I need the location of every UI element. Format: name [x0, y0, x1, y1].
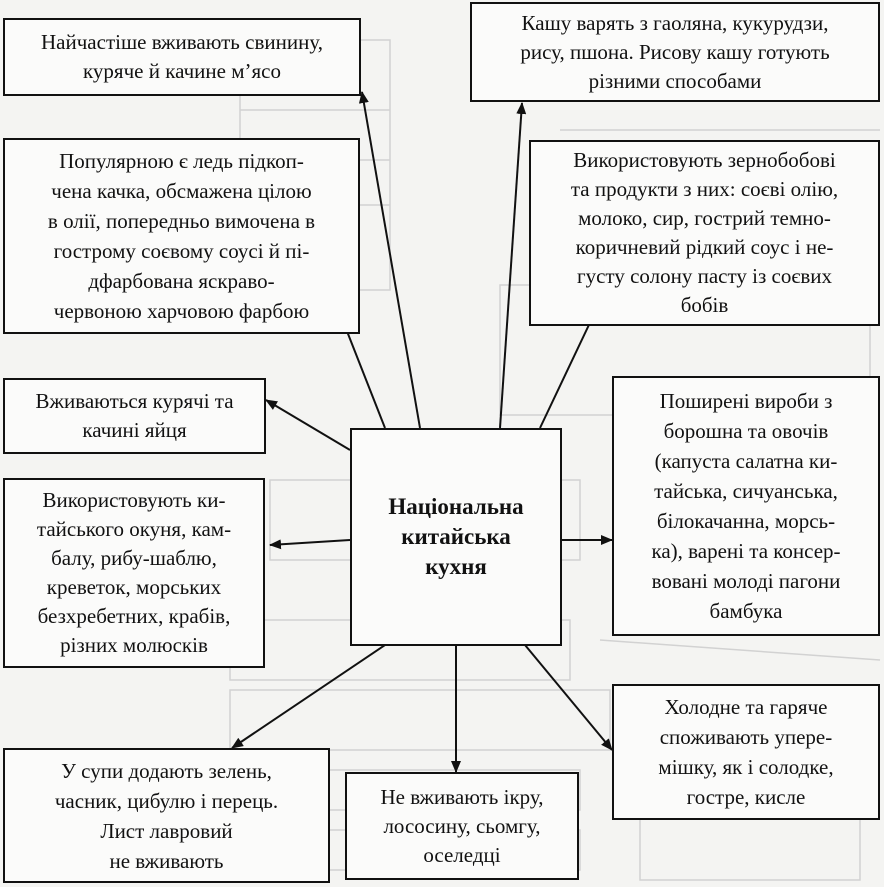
box-eggs: Вживаються курячі та качині яйця [3, 378, 266, 454]
box-cold-hot: Холодне та гаряче споживають упере- мішк… [612, 684, 880, 820]
box-meat: Найчастіше вживають свинину, куряче й ка… [3, 18, 361, 96]
box-caviar: Не вживають ікру, лососину, сьомгу, осел… [345, 772, 579, 880]
box-duck: Популярною є ледь підкоп- чена качка, об… [3, 138, 360, 334]
box-legumes: Використовують зернобобові та продукти з… [529, 140, 880, 326]
arrow-to-soups [231, 644, 386, 749]
arrow-to-legumes [539, 309, 597, 429]
box-fish: Використовують ки- тайського окуня, кам-… [3, 478, 265, 668]
arrow-to-eggs [265, 399, 351, 451]
box-soups: У супи додають зелень, часник, цибулю і … [3, 748, 330, 883]
center-title: Національна китайська кухня [350, 428, 562, 646]
arrow-to-fish [269, 539, 351, 550]
arrow-to-meat [358, 91, 421, 429]
box-porridge: Кашу варять з гаоляна, кукурудзи, рису, … [470, 2, 880, 102]
box-flour: Поширені вироби з борошна та овочів (кап… [612, 376, 880, 636]
arrow-to-cold-hot [524, 644, 613, 751]
arrow-to-porridge [499, 102, 527, 429]
